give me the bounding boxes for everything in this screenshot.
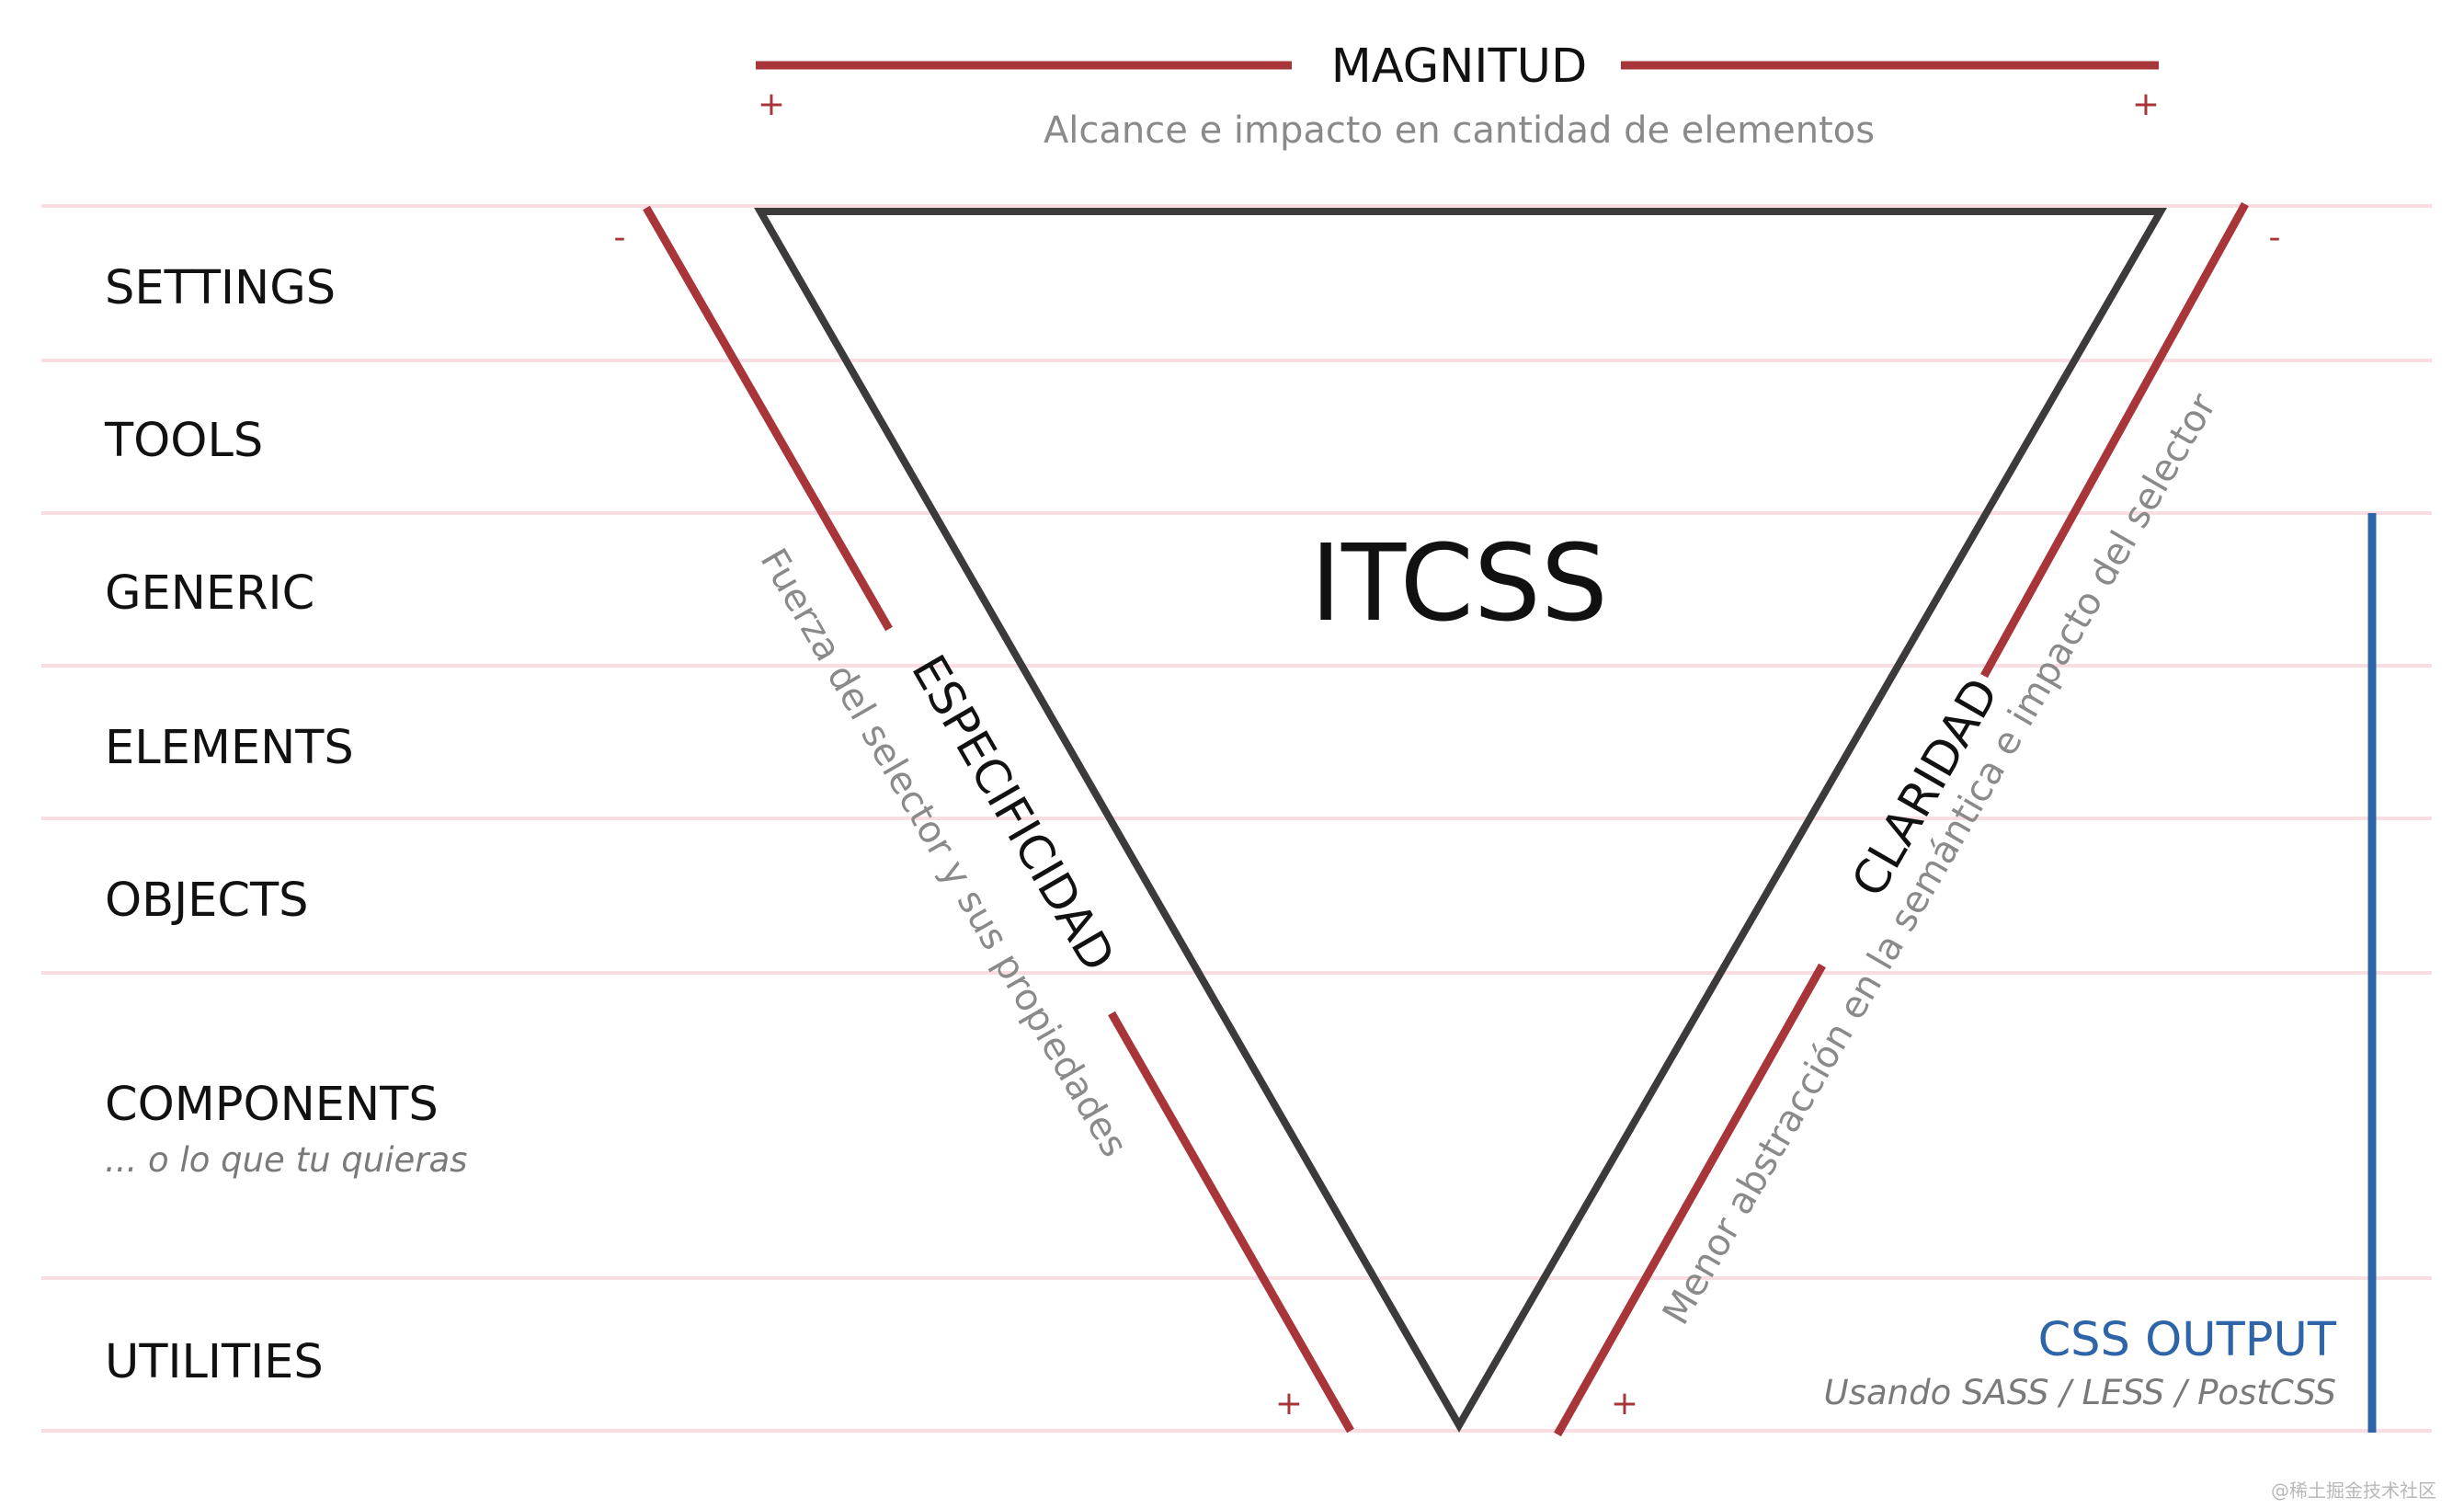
magnitude-axis: MAGNITUD + + Alcance e impacto en cantid… xyxy=(756,40,2160,152)
magnitude-sign-left: + xyxy=(758,86,785,123)
magnitude-description: Alcance e impacto en cantidad de element… xyxy=(1044,109,1875,152)
itcss-title: ITCSS xyxy=(1310,522,1608,645)
layer-label-components: COMPONENTS xyxy=(105,1078,439,1132)
magnitude-sign-right: + xyxy=(2132,86,2160,123)
layer-sublabel-components: ... o lo que tu quieras xyxy=(105,1140,467,1180)
watermark: @稀土掘金技术社区 xyxy=(2271,1479,2436,1502)
layer-label-elements: ELEMENTS xyxy=(105,721,354,775)
clarity-sign-top: - xyxy=(2269,219,2281,257)
specificity-description: Fuerza del selector y sus propiedades xyxy=(752,542,1135,1164)
clarity-description: Menor abstracción en la semántica e impa… xyxy=(1655,386,2225,1331)
layer-labels: SETTINGS TOOLS GENERIC ELEMENTS OBJECTS … xyxy=(104,261,467,1389)
specificity-sign-top: - xyxy=(614,219,626,257)
layer-label-tools: TOOLS xyxy=(104,414,263,468)
layer-label-settings: SETTINGS xyxy=(105,261,336,315)
layer-guidelines xyxy=(41,204,2432,1433)
clarity-sign-bottom: + xyxy=(1611,1385,1638,1422)
output-title: CSS OUTPUT xyxy=(2038,1313,2337,1367)
layer-label-utilities: UTILITIES xyxy=(105,1335,324,1389)
clarity-bar-top xyxy=(1980,201,2249,679)
layer-label-objects: OBJECTS xyxy=(105,874,309,928)
layer-label-generic: GENERIC xyxy=(105,566,314,621)
specificity-bar-bottom xyxy=(1108,1011,1354,1434)
specificity-sign-bottom: + xyxy=(1275,1385,1303,1422)
specificity-bar-top xyxy=(643,205,893,632)
output-subtitle: Usando SASS / LESS / PostCSS xyxy=(1824,1373,2336,1412)
magnitude-title: MAGNITUD xyxy=(1331,40,1587,94)
clarity-bar-bottom xyxy=(1554,963,1826,1437)
itcss-triangle xyxy=(754,208,2167,1434)
css-output: CSS OUTPUT Usando SASS / LESS / PostCSS xyxy=(1824,513,2377,1433)
